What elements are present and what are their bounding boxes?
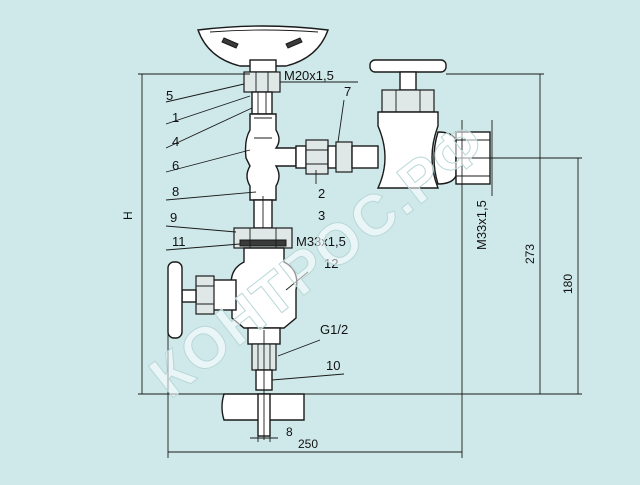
thread-m33: M33x1,5 — [296, 234, 346, 249]
dim-h: H — [121, 211, 135, 220]
thread-g12: G1/2 — [320, 322, 348, 337]
top-handwheel — [197, 25, 329, 73]
callout-11: 11 — [172, 234, 186, 249]
callout-5: 5 — [166, 88, 173, 103]
callout-10: 10 — [326, 358, 340, 373]
upper-valve-body — [244, 113, 297, 201]
spindle-nut — [243, 71, 281, 115]
lower-union-nut — [233, 227, 293, 249]
callout-1: 1 — [172, 110, 179, 125]
dim-8: 8 — [286, 425, 293, 439]
callout-4: 4 — [172, 134, 179, 149]
dim-250: 250 — [298, 437, 318, 451]
callout-6: 6 — [172, 158, 179, 173]
bottom-fitting — [221, 327, 305, 440]
thread-m33-vertical: M33x1,5 — [474, 200, 489, 250]
callout-3: 3 — [318, 208, 325, 223]
callout-12: 12 — [324, 256, 338, 271]
callout-9: 9 — [170, 210, 177, 225]
callout-7: 7 — [344, 84, 351, 99]
dim-180: 180 — [561, 274, 575, 294]
dim-273: 273 — [523, 244, 537, 264]
dimension-lines — [138, 73, 582, 458]
thread-m20: M20x1,5 — [284, 68, 334, 83]
callout-2: 2 — [318, 186, 325, 201]
callout-leaders — [165, 83, 345, 381]
callout-8: 8 — [172, 184, 179, 199]
connecting-union — [295, 139, 379, 175]
lower-valve-body — [167, 247, 298, 339]
